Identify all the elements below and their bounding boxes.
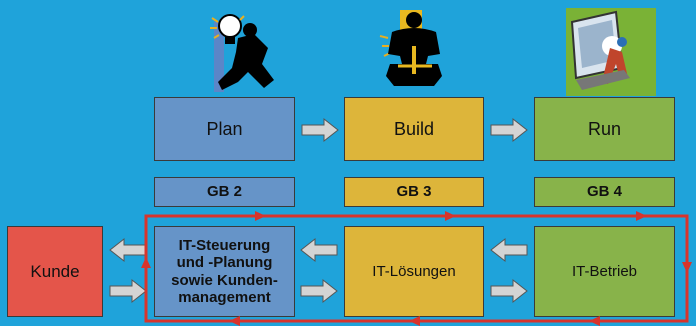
unit-gb4-box: GB 4	[534, 177, 675, 207]
operations-box: IT-Betrieb	[534, 226, 675, 317]
loop-arrowheads	[141, 211, 692, 326]
steering-box: IT-Steuerung und -Planung sowie Kunden- …	[154, 226, 295, 317]
unit-gb4-label: GB 4	[586, 183, 622, 201]
unit-gb2-label: GB 2	[206, 183, 242, 201]
feedback-loop	[144, 214, 689, 323]
solutions-box: IT-Lösungen	[344, 226, 484, 317]
solutions-to-operations-arrow	[490, 279, 528, 303]
steering-line-1: IT-Steuerung	[178, 237, 271, 254]
unit-gb3-box: GB 3	[344, 177, 484, 207]
plan-label: Plan	[206, 118, 243, 139]
plan-to-build-arrow	[301, 118, 339, 142]
unit-gb2-box: GB 2	[154, 177, 295, 207]
customer-to-steering-arrow	[109, 279, 147, 303]
customer-label: Kunde	[30, 261, 80, 281]
build-box: Build	[344, 97, 484, 161]
solutions-label: IT-Lösungen	[372, 262, 456, 280]
customer-box: Kunde	[7, 226, 103, 317]
lightbulb-thinker-icon	[210, 14, 274, 92]
steering-line-2: und -Planung	[176, 254, 273, 272]
operations-label: IT-Betrieb	[571, 262, 638, 280]
unit-gb3-label: GB 3	[396, 183, 432, 201]
build-to-run-arrow	[490, 118, 528, 142]
run-box: Run	[534, 97, 675, 161]
operations-to-solutions-arrow	[490, 238, 528, 262]
computer-operator-icon	[566, 8, 656, 96]
build-label: Build	[393, 118, 435, 139]
steering-to-customer-arrow	[109, 238, 147, 262]
run-label: Run	[587, 118, 622, 139]
plan-box: Plan	[154, 97, 295, 161]
steering-line-4: management	[178, 288, 271, 306]
solutions-to-steering-arrow	[300, 238, 338, 262]
steering-to-solutions-arrow	[300, 279, 338, 303]
builder-worker-icon	[379, 10, 442, 86]
steering-line-3: sowie Kunden-	[171, 271, 278, 289]
